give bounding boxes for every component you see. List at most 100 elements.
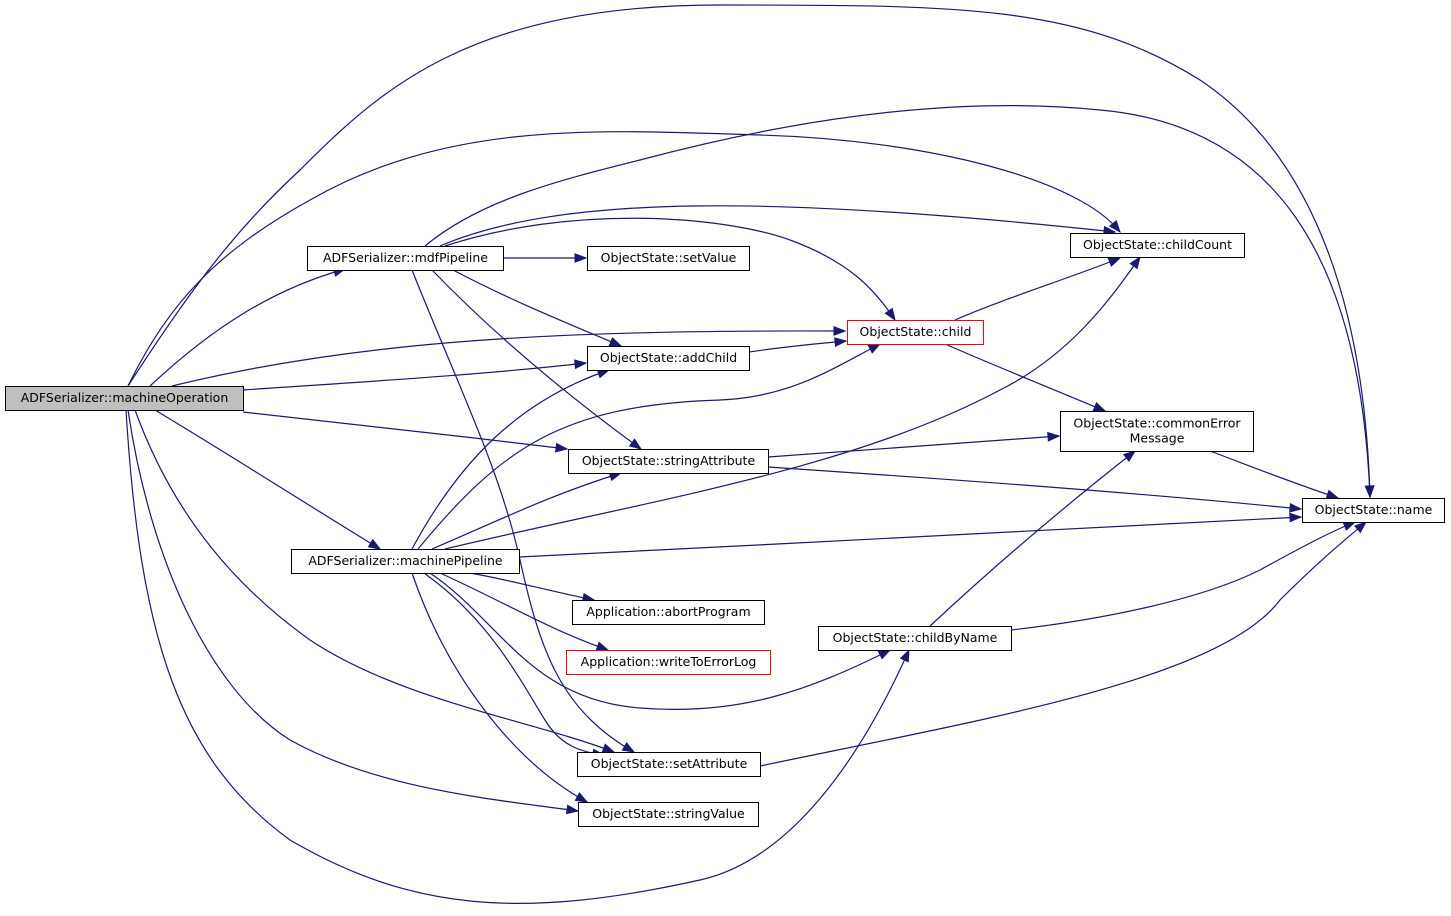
edge-arrowhead — [1342, 521, 1357, 531]
edge-line — [748, 340, 847, 353]
edge-line — [149, 268, 346, 387]
edge-arrowhead — [554, 442, 569, 453]
node-writeToErrorLog[interactable]: Application::writeToErrorLog — [566, 650, 771, 675]
node-stringAttribute[interactable]: ObjectState::stringAttribute — [568, 449, 769, 474]
edge-arrowhead — [595, 641, 610, 651]
edge-arrowhead — [1354, 521, 1368, 534]
edge-line — [127, 4, 1371, 498]
nodes-layer: ADFSerializer::machineOperationADFSerial… — [5, 233, 1445, 827]
edge-line — [411, 369, 610, 550]
edge-arrowhead — [899, 648, 910, 663]
edge-arrowhead — [1092, 401, 1107, 412]
node-box — [1060, 411, 1254, 452]
node-stringValue[interactable]: ObjectState::stringValue — [578, 802, 759, 827]
edge-child-to-childCount — [954, 257, 1122, 321]
edge-line — [154, 409, 381, 550]
node-label: ObjectState::childByName — [833, 630, 998, 645]
edge-line — [469, 572, 595, 601]
edge-line — [944, 343, 1106, 412]
node-label: ObjectState::name — [1315, 502, 1433, 517]
node-label: ObjectState::child — [860, 324, 972, 339]
node-box — [1070, 233, 1245, 258]
node-setAttribute[interactable]: ObjectState::setAttribute — [577, 752, 761, 777]
edge-line — [767, 466, 1302, 510]
edge-line — [424, 105, 1371, 498]
edge-machineOperation-to-machinePipeline — [154, 409, 382, 550]
edge-arrowhead — [608, 336, 623, 347]
node-label: Message — [1130, 431, 1185, 446]
node-label: ObjectState::childCount — [1083, 237, 1232, 252]
node-machineOperation[interactable]: ADFSerializer::machineOperation — [5, 386, 244, 411]
node-box — [5, 386, 244, 411]
edge-stringAttribute-to-commonErrorMessage — [767, 431, 1061, 458]
edge-line — [242, 411, 568, 450]
node-label: ADFSerializer::machineOperation — [21, 390, 229, 405]
node-box — [1302, 498, 1445, 523]
edge-mdfPipeline-to-stringAttribute — [431, 269, 643, 450]
edge-stringAttribute-to-name — [767, 466, 1303, 513]
edge-machinePipeline-to-child — [417, 343, 882, 550]
node-label: Application::writeToErrorLog — [581, 654, 757, 669]
edge-arrowhead — [1129, 255, 1141, 270]
node-label: ADFSerializer::machinePipeline — [308, 553, 503, 568]
edge-line — [431, 472, 622, 550]
edge-arrowhead — [574, 253, 588, 263]
node-childByName[interactable]: ObjectState::childByName — [818, 626, 1012, 651]
node-label: ObjectState::setValue — [601, 250, 737, 265]
node-machinePipeline[interactable]: ADFSerializer::machinePipeline — [291, 549, 520, 574]
node-label: ObjectState::stringAttribute — [582, 453, 756, 468]
edge-machineOperation-to-addChild — [242, 359, 588, 391]
node-box — [577, 752, 761, 777]
edge-arrowhead — [628, 438, 643, 450]
edge-machineOperation-to-stringValue — [127, 409, 580, 815]
node-label: ObjectState::setAttribute — [591, 756, 748, 771]
edge-line — [954, 257, 1121, 321]
node-abortProgram[interactable]: Application::abortProgram — [572, 600, 765, 625]
edge-arrowhead — [884, 307, 896, 322]
node-box — [587, 346, 750, 371]
edge-line — [125, 409, 910, 904]
edge-machineOperation-to-childCount — [127, 131, 1121, 387]
node-box — [587, 246, 750, 271]
edge-arrowhead — [601, 743, 616, 753]
node-label: ADFSerializer::mdfPipeline — [323, 250, 488, 265]
edge-addChild-to-child — [748, 337, 848, 353]
node-box — [818, 626, 1012, 651]
edge-childByName-to-commonErrorMessage — [929, 450, 1137, 627]
edge-line — [429, 572, 891, 711]
edge-arrowhead — [621, 741, 636, 753]
node-name[interactable]: ObjectState::name — [1302, 498, 1445, 523]
edge-line — [444, 217, 896, 321]
edge-arrowhead — [565, 804, 580, 815]
node-box — [572, 600, 765, 625]
edge-machineOperation-to-setAttribute — [134, 409, 616, 753]
node-setValue[interactable]: ObjectState::setValue — [587, 246, 750, 271]
edge-setAttribute-to-name — [759, 521, 1368, 767]
edge-line — [411, 572, 588, 803]
edge-line — [431, 269, 642, 450]
edge-mdfPipeline-to-name — [424, 105, 1375, 499]
edge-line — [767, 435, 1060, 458]
node-child[interactable]: ObjectState::child — [847, 320, 984, 345]
edge-arrowhead — [1107, 257, 1122, 267]
node-box — [566, 650, 771, 675]
node-mdfPipeline[interactable]: ADFSerializer::mdfPipeline — [307, 246, 504, 271]
edge-line — [439, 572, 609, 651]
edge-arrowhead — [1122, 450, 1137, 462]
node-box — [307, 246, 504, 271]
node-label: Application::abortProgram — [586, 604, 750, 619]
edge-machinePipeline-to-name — [518, 512, 1303, 558]
node-addChild[interactable]: ObjectState::addChild — [587, 346, 750, 371]
edge-mdfPipeline-to-addChild — [452, 269, 623, 347]
edge-line — [242, 362, 587, 391]
edge-arrowhead — [834, 337, 848, 348]
node-childCount[interactable]: ObjectState::childCount — [1070, 233, 1245, 258]
edge-line — [127, 409, 579, 812]
node-box — [847, 320, 984, 345]
edge-line — [518, 516, 1302, 558]
edge-line — [127, 131, 1121, 387]
edge-machineOperation-to-child — [171, 326, 847, 387]
edge-mdfPipeline-to-setAttribute — [411, 269, 636, 753]
